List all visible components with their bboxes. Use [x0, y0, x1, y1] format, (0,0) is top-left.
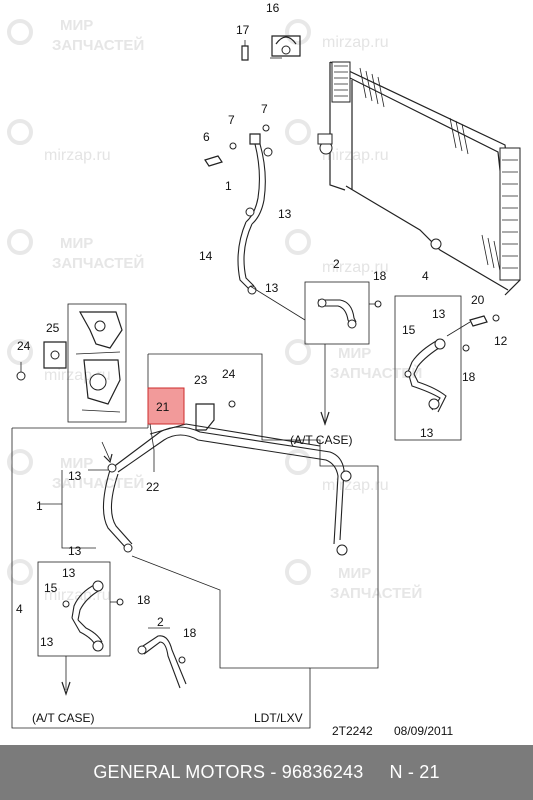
watermark-url: mirzap.ru	[44, 147, 111, 164]
callout-2: 2	[333, 257, 340, 271]
lower-pipe-assembly	[11, 353, 379, 729]
callout-13: 13	[62, 566, 76, 580]
callout-7: 7	[228, 113, 235, 127]
callout-18: 18	[462, 370, 476, 384]
watermark-url: mirzap.ru	[322, 147, 389, 164]
watermark-url: mirzap.ru	[322, 477, 389, 494]
callout-25: 25	[46, 321, 60, 335]
callout-1: 1	[36, 499, 43, 513]
watermark-brand: МИР	[60, 235, 93, 252]
callout-24: 24	[17, 339, 31, 353]
callout-16: 16	[266, 1, 280, 15]
watermark-url: mirzap.ru	[322, 259, 389, 276]
callout-7: 7	[261, 102, 268, 116]
callout-20: 20	[471, 293, 485, 307]
bracket-detail-25	[16, 303, 127, 423]
callout-13: 13	[68, 544, 82, 558]
watermark-brand: МИР	[60, 17, 93, 34]
watermark-brand: МИР	[60, 455, 93, 472]
footer-page-label: N - 21	[389, 762, 440, 782]
callout-18: 18	[137, 593, 151, 607]
callout-2: 2	[157, 615, 164, 629]
footer-separator: -	[265, 762, 282, 782]
callout-12: 12	[494, 334, 508, 348]
callout-13: 13	[40, 635, 54, 649]
watermark-url: mirzap.ru	[44, 587, 111, 604]
callout-13: 13	[265, 281, 279, 295]
watermark-logo-icon	[7, 19, 311, 585]
callout-4: 4	[422, 269, 429, 283]
watermark-brand: МИР	[338, 565, 371, 582]
callout-labels: 16 17 6 7 7 1 13 14 13 2 18 4 20 15 13 1…	[16, 1, 508, 649]
callout-13: 13	[278, 207, 292, 221]
radiator	[317, 61, 521, 296]
callout-1: 1	[225, 179, 232, 193]
note-variant: LDT/LXV	[254, 711, 303, 725]
hose-box-2-lower	[137, 627, 187, 689]
callout-15: 15	[402, 323, 416, 337]
footer-part-number: 96836243	[281, 762, 364, 782]
watermark-url: mirzap.ru	[322, 34, 389, 51]
callout-24: 24	[222, 367, 236, 381]
watermark-brand: ЗАПЧАСТЕЙ	[52, 254, 144, 272]
highlighted-part-box	[147, 387, 185, 425]
hose-box-4-lower	[37, 561, 124, 696]
hose-box-4-upper	[394, 295, 500, 441]
callout-6: 6	[203, 130, 210, 144]
callout-13: 13	[420, 426, 434, 440]
watermark-brand: ЗАПЧАСТЕЙ	[52, 474, 144, 492]
callout-22: 22	[146, 480, 160, 494]
drawing-date: 08/09/2011	[394, 724, 453, 738]
drawing-ref: 2T2242	[332, 724, 373, 738]
hose-box-2-upper	[304, 281, 382, 426]
watermark: МИР ЗАПЧАСТЕЙ mirzap.ru mirzap.ru mirzap…	[7, 17, 422, 604]
callout-13: 13	[68, 469, 82, 483]
upper-hose-assembly	[204, 35, 306, 321]
note-at-case: (A/T CASE)	[32, 711, 94, 725]
watermark-brand: ЗАПЧАСТЕЙ	[52, 36, 144, 54]
callout-4: 4	[16, 602, 23, 616]
footer-bar: GENERAL MOTORS - 96836243 N - 21	[0, 745, 533, 800]
parts-diagram: МИР ЗАПЧАСТЕЙ mirzap.ru mirzap.ru mirzap…	[7, 1, 521, 738]
footer-manufacturer: GENERAL MOTORS	[93, 762, 266, 782]
callout-18: 18	[183, 626, 197, 640]
callout-23: 23	[194, 373, 208, 387]
watermark-brand: ЗАПЧАСТЕЙ	[330, 364, 422, 382]
callout-13: 13	[432, 307, 446, 321]
callout-14: 14	[199, 249, 213, 263]
note-at-case: (A/T CASE)	[290, 433, 352, 447]
watermark-brand: ЗАПЧАСТЕЙ	[330, 584, 422, 602]
watermark-brand: МИР	[338, 345, 371, 362]
callout-18: 18	[373, 269, 387, 283]
callout-21: 21	[156, 400, 170, 414]
callout-17: 17	[236, 23, 250, 37]
callout-15: 15	[44, 581, 58, 595]
footer-gap	[363, 762, 389, 783]
